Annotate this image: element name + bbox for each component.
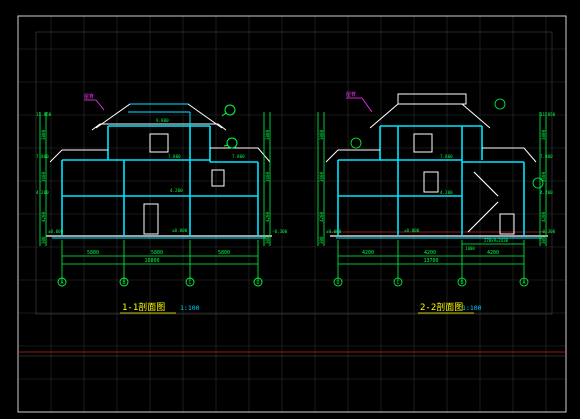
s1-elev-mark: ±0.000 — [48, 229, 64, 234]
s2-left-dim: 4200 — [319, 211, 324, 222]
s2-overall-dim: 13700 — [423, 258, 438, 264]
s1-axis-label: B — [122, 280, 125, 286]
s2-roof-label: 屋脊 — [346, 91, 356, 98]
stair-flight — [467, 171, 499, 233]
s2-room-mark: 7.800 — [440, 154, 453, 159]
s2-axis-label: C — [396, 280, 399, 286]
s2-elev-mark: -0.300 — [540, 229, 556, 234]
s1-bay-dim: 5800 — [151, 250, 163, 256]
s1-elev-mark: 4.200 — [36, 190, 49, 195]
inner-frame — [35, 31, 553, 315]
s1-overall-dim: 16800 — [144, 258, 159, 264]
s1-left-dim: 4200 — [41, 211, 46, 222]
section-1-1-scale: 1:100 — [180, 304, 200, 312]
s2-bay-dim: 4200 — [487, 250, 499, 256]
s1-room-mark: 7.800 — [232, 154, 245, 159]
s1-roof-label: 屋脊 — [84, 93, 94, 100]
s1-right-dim: 300 — [265, 236, 270, 244]
s2-left-dim: 3600 — [319, 171, 324, 182]
s2-bay-dim: 4200 — [362, 250, 374, 256]
s1-right-dim: 3800 — [265, 129, 270, 140]
drawing-frame — [17, 15, 567, 413]
s1-elev-mark: 7.800 — [36, 154, 49, 159]
s1-bay-dim: 5800 — [218, 250, 230, 256]
s1-left-dim: 3800 — [41, 129, 46, 140]
s2-elev-mark: 11.850 — [540, 112, 556, 117]
section-2-2-title-group: 2-2剖面图 1:100 — [418, 301, 482, 314]
s1-left-dim: 3600 — [41, 171, 46, 182]
s2-right-dim: 300 — [541, 236, 546, 244]
s2-left-dim: 3800 — [319, 129, 324, 140]
s2-room-mark: 4.200 — [440, 190, 453, 195]
s2-right-dim: 3600 — [541, 171, 546, 182]
s1-room-mark: ±0.000 — [172, 228, 188, 233]
s1-room-mark: 4.200 — [170, 188, 183, 193]
s2-axis-label: D — [336, 280, 339, 286]
s2-left-dim: 300 — [319, 236, 324, 244]
s1-right-dim: 4200 — [265, 211, 270, 222]
s1-axis-label: A — [60, 280, 63, 286]
s2-bay-dim: 4200 — [424, 250, 436, 256]
s2-axis-label: A — [522, 280, 525, 286]
s2-right-dim: 3800 — [541, 129, 546, 140]
s2-stair-dim: 270x9=2430 — [484, 238, 509, 243]
section-1-1-title: 1-1剖面图 — [122, 301, 165, 313]
s2-axis-label: B — [460, 280, 463, 286]
s1-axis-label: C — [188, 280, 191, 286]
s1-room-mark: 9.800 — [156, 118, 169, 123]
s1-axis-label: D — [256, 280, 259, 286]
section-2-2-title: 2-2剖面图 — [420, 301, 463, 313]
section-1-1-title-group: 1-1剖面图 1:100 — [120, 301, 200, 314]
s1-left-dim: 300 — [41, 236, 46, 244]
background-grid — [17, 15, 566, 413]
section-2-2 — [317, 93, 548, 287]
s1-room-mark: 7.800 — [168, 154, 181, 159]
s2-elev-mark: 7.800 — [540, 154, 553, 159]
s2-elev-mark: 4.200 — [540, 190, 553, 195]
s1-elev-mark: -0.300 — [272, 229, 288, 234]
s2-elev-mark: ±0.000 — [326, 229, 342, 234]
s1-elev-mark: 11.850 — [36, 112, 52, 117]
section-1-1 — [39, 99, 272, 287]
s2-right-dim: 4200 — [541, 211, 546, 222]
s1-right-dim: 3600 — [265, 171, 270, 182]
s2-bay-dim: 1800 — [465, 246, 475, 251]
s2-room-mark: ±0.000 — [404, 228, 420, 233]
section-2-2-scale: 1:100 — [462, 304, 482, 312]
s1-bay-dim: 5800 — [87, 250, 99, 256]
